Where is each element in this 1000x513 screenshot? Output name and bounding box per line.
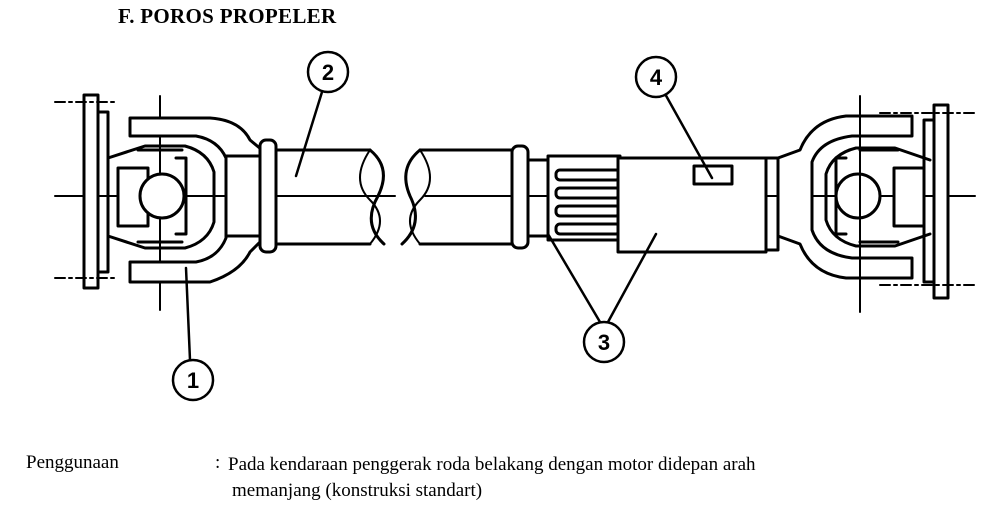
right-shaft-tube <box>400 144 550 250</box>
left-yoke-universal-joint <box>106 116 264 284</box>
usage-section: Penggunaan : Pada kendaraan penggerak ro… <box>0 452 1000 512</box>
callout-label-2: 2 <box>322 60 334 85</box>
usage-line-1: Pada kendaraan penggerak roda belakang d… <box>228 454 756 475</box>
callout-label-4: 4 <box>650 65 663 90</box>
slip-joint-splines <box>546 154 622 242</box>
callout-circle-2 <box>306 50 350 94</box>
leader-4 <box>662 90 714 180</box>
callout-circle-3 <box>582 320 626 364</box>
section-title: F. POROS PROPELER <box>118 4 337 28</box>
callout-circle-4 <box>634 55 678 99</box>
leader-2 <box>294 90 324 178</box>
callout-circle-1 <box>171 358 215 402</box>
sleeve-yoke <box>616 156 791 254</box>
left-shaft-tube <box>224 138 386 254</box>
usage-colon: : <box>215 452 221 473</box>
leader-3a <box>546 232 602 324</box>
right-flange <box>859 95 976 313</box>
propeller-shaft-diagram: 1 2 3 4 <box>54 50 976 402</box>
usage-description: Pada kendaraan penggerak roda belakang d… <box>228 452 978 504</box>
leader-1 <box>184 266 192 362</box>
callout-label-1: 1 <box>187 368 199 393</box>
callout-label-3: 3 <box>598 330 610 355</box>
usage-line-2: memanjang (konstruksi standart) <box>232 480 483 501</box>
right-yoke-universal-joint <box>776 114 932 280</box>
usage-label: Penggunaan <box>26 452 119 473</box>
leader-3b <box>606 232 658 324</box>
